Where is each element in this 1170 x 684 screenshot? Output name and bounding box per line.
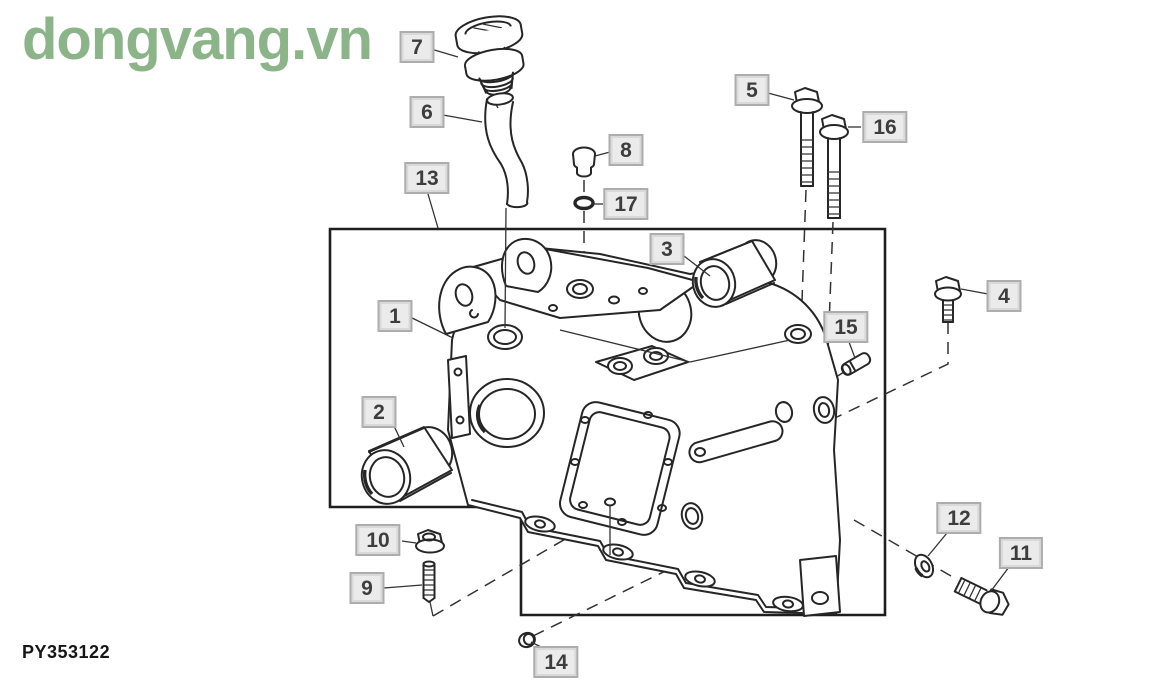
part-11-bolt [953,574,1012,620]
part-17-oring [575,198,593,209]
label-leader-lines [384,49,1009,647]
part-label-15[interactable]: 15 [823,311,869,343]
part-2-bushing [356,422,457,509]
part-label-13[interactable]: 13 [404,162,450,194]
part-16-bolt [820,115,848,218]
part-12-washer [911,552,936,581]
part-7-filler-cap [453,12,532,100]
part-label-17[interactable]: 17 [603,188,649,220]
part-label-14[interactable]: 14 [533,646,579,678]
part-label-12[interactable]: 12 [936,502,982,534]
part-label-9[interactable]: 9 [349,572,385,604]
housing-body [439,239,840,616]
part-label-7[interactable]: 7 [399,31,435,63]
part-label-2[interactable]: 2 [361,396,397,428]
part-label-3[interactable]: 3 [649,233,685,265]
part-label-8[interactable]: 8 [608,134,644,166]
part-4-bolt [935,277,961,322]
part-label-1[interactable]: 1 [377,300,413,332]
part-label-4[interactable]: 4 [986,280,1022,312]
part-6-tube [485,92,528,207]
part-label-11[interactable]: 11 [998,537,1044,569]
assembly-frame-box [330,229,885,615]
part-9-stud [424,562,435,617]
part-14-plug [517,631,537,650]
part-10-flange-nut [416,530,444,553]
part-label-6[interactable]: 6 [409,96,445,128]
part-5-bolt [792,88,822,186]
part-label-10[interactable]: 10 [355,524,401,556]
part-15-dowel-pin [840,351,872,376]
part-3-bushing [688,236,781,311]
figure-code: PY353122 [22,642,111,662]
part-label-16[interactable]: 16 [862,111,908,143]
part-8-plug [573,148,595,177]
part-label-5[interactable]: 5 [734,74,770,106]
watermark-text: dongvang.vn [22,7,373,72]
